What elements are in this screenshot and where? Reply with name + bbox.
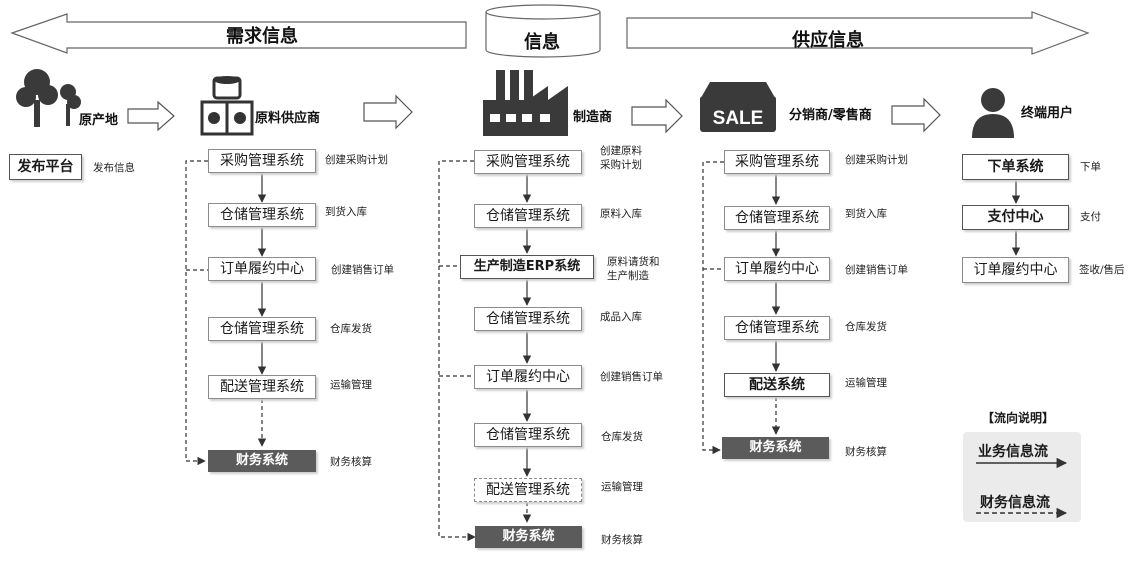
- retail-finance-box: 财务系统: [722, 437, 829, 459]
- mfg-note-transport: 运输管理: [601, 481, 643, 493]
- retail-note-shipping: 仓库发货: [845, 321, 887, 333]
- supplier-note-sales-order: 创建销售订单: [331, 264, 394, 276]
- mfg-note-production-line1: 原料请货和: [607, 256, 660, 268]
- mfg-note-sales-order: 创建销售订单: [600, 371, 663, 383]
- sale-store-icon: SALE: [700, 82, 776, 132]
- retail-warehouse-out-box: 仓储管理系统: [724, 316, 830, 340]
- origin-label: 原产地: [79, 113, 119, 128]
- mfg-product-warehouse-box: 仓储管理系统: [474, 307, 582, 331]
- mfg-note-procurement-line1: 创建原料: [600, 145, 642, 157]
- retailer-label: 分销商/零售商: [789, 108, 872, 123]
- manufacturer-connectors: [438, 160, 532, 542]
- retail-warehouse-in-box: 仓储管理系统: [724, 206, 830, 230]
- mfg-note-production: 原料请货和 生产制造: [607, 255, 660, 283]
- supplier-order-center-box: 订单履约中心: [208, 257, 316, 281]
- demand-info-label: 需求信息: [226, 26, 298, 47]
- user-icon: [972, 88, 1014, 138]
- retail-note-sales-order: 创建销售订单: [845, 264, 908, 276]
- legend-business-flow: 业务信息流: [978, 444, 1048, 460]
- retail-delivery-box: 配送系统: [724, 373, 830, 397]
- supplier-note-finance: 财务核算: [330, 456, 372, 468]
- mfg-note-product-in: 成品入库: [600, 311, 642, 323]
- mfg-note-production-line2: 生产制造: [607, 270, 649, 282]
- database-cylinder-icon: [485, 4, 601, 58]
- hollow-flow-arrows: [127, 94, 941, 134]
- material-rolls-icon: [200, 76, 254, 136]
- mfg-note-material-in: 原料入库: [600, 208, 642, 220]
- end-user-label: 终端用户: [1021, 106, 1074, 121]
- mfg-finance-box: 财务系统: [475, 526, 582, 548]
- mfg-delivery-box: 配送管理系统: [474, 478, 582, 502]
- retailer-connectors: [702, 161, 781, 455]
- retail-note-procurement: 创建采购计划: [845, 154, 908, 166]
- legend-title: 【流向说明】: [982, 411, 1055, 425]
- supplier-finance-box: 财务系统: [208, 450, 316, 472]
- mfg-material-warehouse-box: 仓储管理系统: [474, 204, 582, 228]
- supplier-note-procurement: 创建采购计划: [325, 154, 388, 166]
- publish-platform-note: 发布信息: [93, 162, 135, 174]
- mfg-warehouse-out-box: 仓储管理系统: [474, 423, 582, 447]
- user-note-order: 下单: [1080, 161, 1101, 173]
- supplier-warehouse-out-box: 仓储管理系统: [208, 317, 316, 341]
- mfg-note-finance: 财务核算: [601, 534, 643, 546]
- retail-procurement-box: 采购管理系统: [724, 150, 830, 174]
- retail-note-finance: 财务核算: [845, 446, 887, 458]
- legend-finance-flow: 财务信息流: [980, 495, 1050, 511]
- supplier-note-warehouse-in: 到货入库: [325, 206, 367, 218]
- info-label: 信息: [524, 32, 560, 53]
- supply-info-label: 供应信息: [792, 30, 864, 51]
- retail-note-warehouse-in: 到货入库: [845, 208, 887, 220]
- publish-platform-box: 发布平台: [9, 154, 82, 180]
- user-order-system-box: 下单系统: [962, 154, 1069, 180]
- supplier-procurement-box: 采购管理系统: [208, 149, 316, 173]
- mfg-note-procurement: 创建原料 采购计划: [600, 144, 642, 172]
- supplier-note-shipping: 仓库发货: [330, 323, 372, 335]
- mfg-note-procurement-line2: 采购计划: [600, 159, 642, 171]
- user-payment-center-box: 支付中心: [962, 205, 1069, 230]
- supplier-note-transport: 运输管理: [330, 379, 372, 391]
- supplier-delivery-box: 配送管理系统: [208, 375, 316, 399]
- user-note-aftersales: 签收/售后: [1079, 264, 1125, 276]
- retail-order-center-box: 订单履约中心: [724, 257, 830, 281]
- user-note-payment: 支付: [1080, 211, 1101, 223]
- mfg-note-shipping: 仓库发货: [601, 431, 643, 443]
- retail-note-transport: 运输管理: [845, 377, 887, 389]
- supplier-label: 原料供应商: [255, 111, 321, 126]
- mfg-procurement-box: 采购管理系统: [474, 150, 582, 174]
- mfg-erp-box: 生产制造ERP系统: [460, 255, 594, 279]
- supply-info-arrow: [626, 11, 1090, 55]
- tree-icon: [16, 69, 81, 127]
- mfg-order-center-box: 订单履约中心: [474, 365, 582, 389]
- svg-text:SALE: SALE: [713, 108, 764, 129]
- supplier-warehouse-in-box: 仓储管理系统: [208, 203, 316, 227]
- supplier-connectors: [185, 160, 267, 466]
- user-order-center-box: 订单履约中心: [962, 257, 1069, 283]
- demand-info-arrow: [10, 13, 467, 54]
- manufacturer-label: 制造商: [573, 110, 613, 125]
- factory-icon: [483, 70, 568, 136]
- legend-panel: [963, 432, 1081, 522]
